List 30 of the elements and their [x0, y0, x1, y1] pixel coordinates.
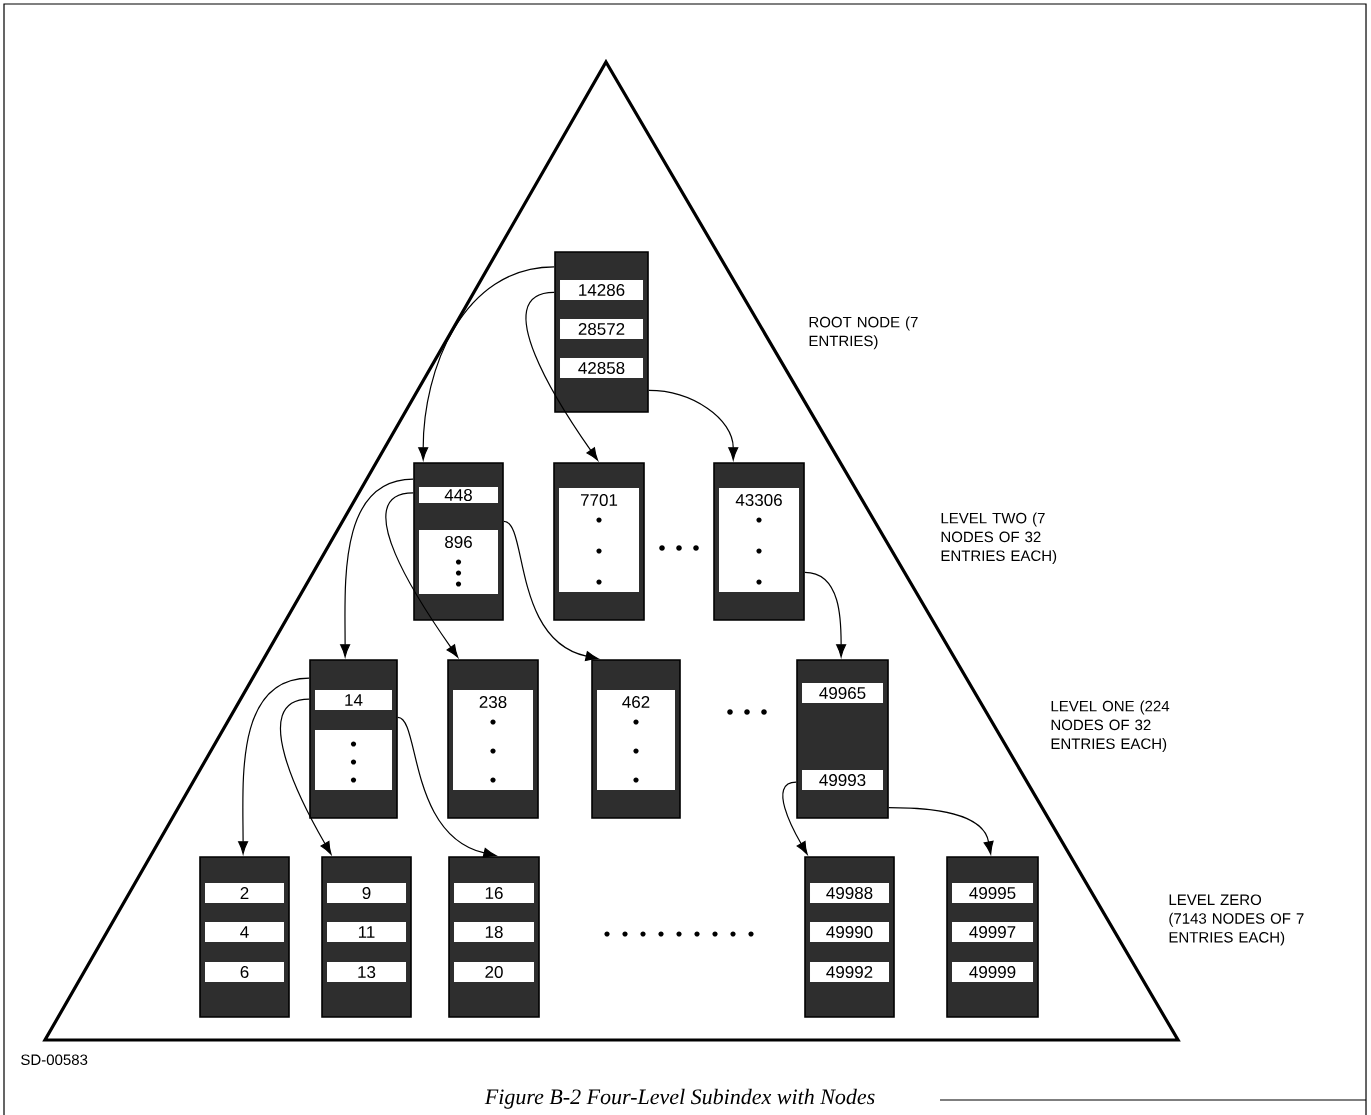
- level-label: SD-00583: [21, 1054, 88, 1066]
- level-label: LEVEL TWO (7 NODES OF 32 ENTRIES EACH): [941, 512, 1057, 564]
- index-node: 448 896: [413, 462, 504, 621]
- index-node: 14: [309, 659, 398, 819]
- arrow: [418, 266, 555, 461]
- index-node: 49995 49997 49999: [946, 856, 1039, 1018]
- index-node: 2 4 6: [199, 856, 290, 1018]
- arrow: [340, 478, 414, 658]
- index-node: 7701: [553, 462, 645, 621]
- arrow: [238, 677, 310, 855]
- index-node: 462: [591, 659, 681, 819]
- level-label: LEVEL ONE (224 NODES OF 32 ENTRIES EACH): [1051, 700, 1170, 752]
- arrow: [397, 716, 497, 858]
- index-node: 43306: [713, 462, 805, 621]
- index-node: 49988 49990 49992: [804, 856, 895, 1018]
- arrow: [888, 807, 994, 855]
- index-node: 238: [447, 659, 539, 819]
- level-label: LEVEL ZERO (7143 NODES OF 7 ENTRIES EACH): [1169, 894, 1304, 946]
- figure-caption: Figure B-2 Four-Level Subindex with Nodes: [484, 1088, 875, 1109]
- index-node: 49965 49993: [796, 659, 889, 819]
- arrow: [279, 698, 332, 855]
- index-node: 9 11 13: [321, 856, 412, 1018]
- arrow: [385, 492, 459, 658]
- index-node: 16 18 20: [448, 856, 540, 1018]
- arrow: [648, 389, 739, 461]
- arrow: [804, 571, 847, 658]
- arrow: [503, 520, 599, 662]
- level-label: ROOT NODE (7 ENTRIES): [809, 316, 918, 350]
- arrow: [525, 291, 599, 461]
- index-node: 14286 28572 42858: [554, 251, 649, 413]
